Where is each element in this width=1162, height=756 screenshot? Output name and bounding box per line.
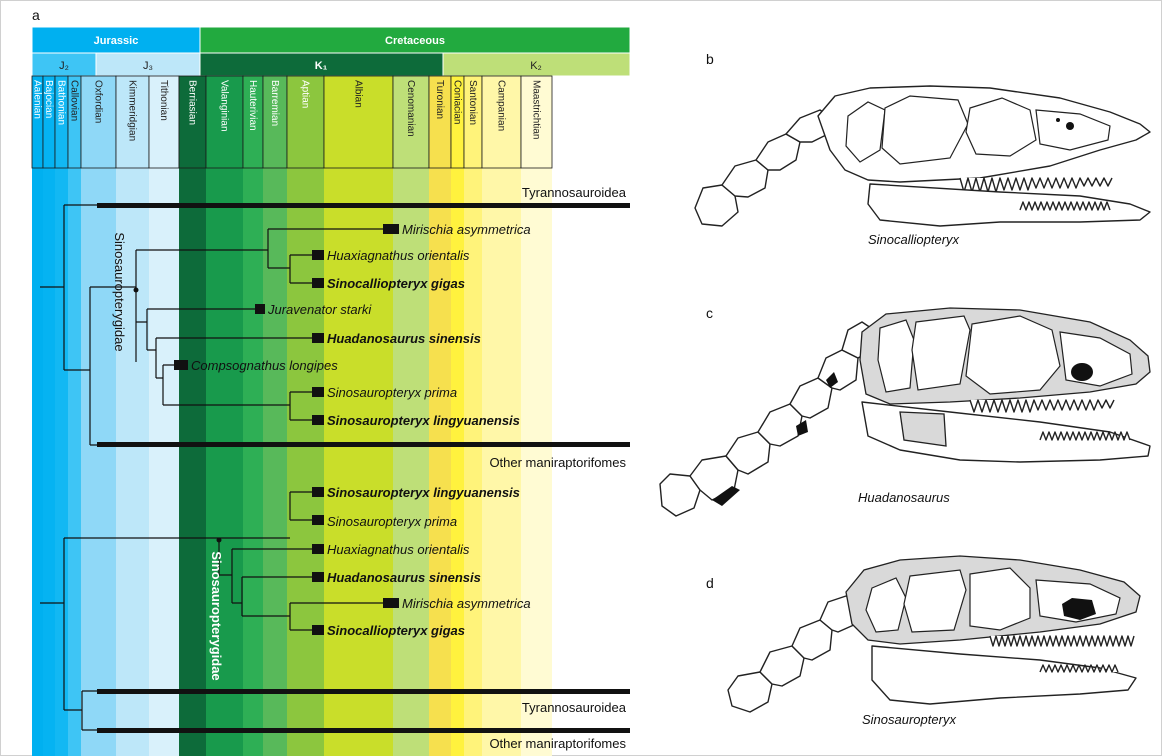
tree1-outgroup-bottom-label: Other maniraptorifomes (489, 455, 626, 470)
tree2-taxon: Mirischia asymmetrica (402, 596, 531, 611)
epoch-k1-label: K₁ (315, 60, 328, 72)
tree1-range-bar (255, 304, 265, 314)
stage-column (243, 168, 263, 756)
stage-label: Kimmeridgian (127, 80, 138, 141)
period-jurassic-label: Jurassic (94, 35, 139, 47)
tree2-range-bar (312, 515, 324, 525)
tree2-outgroup-bottom-label: Other maniraptorifomes (489, 736, 626, 751)
tree1-taxon: Huadanosaurus sinensis (327, 331, 481, 346)
tree2-range-bar (312, 572, 324, 582)
skull-caption-d: Sinosauropteryx (862, 712, 956, 727)
antorbital-fenestra (912, 316, 970, 390)
tree2-clade-node (217, 538, 222, 543)
stage-label: Coniacian (452, 80, 463, 124)
naris (1066, 122, 1074, 130)
epoch-k2-label: K₂ (530, 60, 542, 72)
tree2-taxon: Sinosauropteryx prima (327, 514, 457, 529)
stage-label: Oxfordian (93, 80, 104, 123)
tree1-taxon: Compsognathus longipes (191, 358, 338, 373)
tree1-range-bar (174, 360, 188, 370)
tree2-clade-label: Sinosauropterygidae (209, 551, 224, 680)
stage-column (81, 168, 116, 756)
tree2-range-bar (312, 625, 324, 635)
stage-column (43, 168, 55, 756)
antorbital-fossa (966, 316, 1060, 394)
tree1-clade-node (134, 288, 139, 293)
tree1-range-bar (383, 224, 399, 234)
epoch-j2-label: J₂ (59, 60, 69, 72)
tree1-range-bar (312, 387, 324, 397)
stage-label: Tithonian (158, 80, 169, 121)
tree2-outgroup-bottom-bar (97, 728, 630, 733)
stage-label: Valanginian (219, 80, 230, 132)
tree2-outgroup-top-label: Tyrannosauroidea (522, 700, 627, 715)
stage-label: Campanian (496, 80, 507, 131)
stage-label: Callovian (69, 80, 80, 121)
tree2-taxon: Sinocalliopteryx gigas (327, 623, 465, 638)
tree2-taxon: Huadanosaurus sinensis (327, 570, 481, 585)
panel-label-a: a (32, 7, 40, 23)
panel-label-d: d (706, 575, 714, 591)
tree1-outgroup-top-label: Tyrannosauroidea (522, 185, 627, 200)
tree2-range-bar (312, 487, 324, 497)
skull-caption-c: Huadanosaurus (858, 490, 950, 505)
tree1-clade-label: Sinosauropterygidae (112, 232, 127, 351)
tree1-range-bar (312, 278, 324, 288)
period-cretaceous-label: Cretaceous (385, 35, 445, 47)
tree1-taxon: Sinosauropteryx prima (327, 385, 457, 400)
stage-label: Turonian (434, 80, 445, 119)
orbit (878, 320, 914, 392)
stage-column (179, 168, 206, 756)
stage-columns (32, 168, 552, 756)
epoch-header: J₂ J₃ K₁ K₂ (32, 53, 630, 76)
stage-label: Cenomanian (405, 80, 416, 137)
tree2-taxon: Huaxiagnathus orientalis (327, 542, 470, 557)
tree1-taxon: Sinocalliopteryx gigas (327, 276, 465, 291)
tree1-taxon: Sinosauropteryx lingyuanensis (327, 413, 520, 428)
tree1-taxon: Juravenator starki (267, 302, 372, 317)
epoch-j3-label: J₃ (143, 60, 153, 72)
tree1-taxon: Mirischia asymmetrica (402, 222, 531, 237)
mandible-grey-area (900, 412, 946, 446)
stage-label: Santonian (467, 80, 478, 125)
stage-column (149, 168, 179, 756)
tree2-taxon: Sinosauropteryx lingyuanensis (327, 485, 520, 500)
skull-caption-b: Sinocalliopteryx (868, 232, 960, 247)
stage-label: Bajocian (43, 80, 54, 118)
tree2-range-bar (383, 598, 399, 608)
stage-label: Hauterivian (247, 80, 258, 131)
stage-label: Albian (353, 80, 364, 108)
period-header: Jurassic Cretaceous (32, 27, 630, 53)
panel-label-c: c (706, 305, 713, 321)
stage-column (263, 168, 287, 756)
stage-column (55, 168, 68, 756)
naris (1071, 363, 1093, 381)
stage-label: Berriasian (187, 80, 198, 125)
stage-label: Maastrichtian (531, 80, 542, 139)
tree1-range-bar (312, 415, 324, 425)
panel-label-b: b (706, 51, 714, 67)
tree1-taxon: Huaxiagnathus orientalis (327, 248, 470, 263)
tree1-outgroup-bottom-bar (97, 442, 630, 447)
stage-label: Bathonian (56, 80, 67, 125)
stage-column (32, 168, 43, 756)
stage-label: Aalenian (32, 80, 43, 119)
tree1-outgroup-top-bar (97, 203, 630, 208)
tree1-range-bar (312, 333, 324, 343)
stage-label: Barremian (269, 80, 280, 126)
tree1-range-bar (312, 250, 324, 260)
naris (1056, 118, 1060, 122)
tree2-range-bar (312, 544, 324, 554)
stage-column (68, 168, 81, 756)
antorbital-fenestra (904, 570, 966, 632)
tree2-outgroup-top-bar (97, 689, 630, 694)
stage-label: Aptian (300, 80, 311, 108)
